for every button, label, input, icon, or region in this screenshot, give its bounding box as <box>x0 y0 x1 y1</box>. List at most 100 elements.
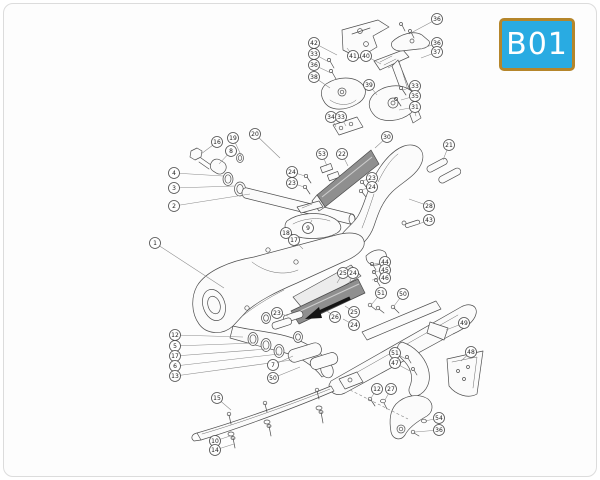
callout-27[interactable]: 27 <box>384 383 397 401</box>
callout-6[interactable]: 6 <box>169 353 280 372</box>
curved-guard <box>397 341 430 397</box>
callout-36[interactable]: 36 <box>414 424 445 436</box>
gusset-plate <box>296 200 324 214</box>
callout-39[interactable]: 39 <box>363 79 378 96</box>
callout-47[interactable]: 47 <box>389 357 411 372</box>
callout-50[interactable]: 50 <box>393 288 409 307</box>
guard-bracket <box>426 321 449 341</box>
callout-36[interactable]: 36 <box>308 59 332 74</box>
screw <box>370 262 374 266</box>
exploded-diagram-svg: 3642414036373336383933353134332019168302… <box>149 13 484 456</box>
callout-24[interactable]: 24 <box>342 318 360 331</box>
callout-38[interactable]: 38 <box>308 71 331 89</box>
callout-53[interactable]: 53 <box>316 148 328 167</box>
callout-37[interactable]: 37 <box>420 46 443 59</box>
callout-33[interactable]: 33 <box>402 80 421 92</box>
stay-bracket-cluster <box>337 144 462 254</box>
svg-text:36: 36 <box>310 62 318 69</box>
callout-24[interactable]: 24 <box>286 166 306 178</box>
callout-40[interactable]: 40 <box>360 50 382 65</box>
callout-19[interactable]: 19 <box>227 132 242 156</box>
plate-part <box>373 49 410 71</box>
svg-text:2: 2 <box>172 203 176 210</box>
svg-text:24: 24 <box>349 270 357 277</box>
callout-17[interactable]: 17 <box>169 348 268 362</box>
svg-text:34: 34 <box>327 114 335 121</box>
bolt <box>375 305 381 311</box>
svg-text:3: 3 <box>172 185 176 192</box>
callout-15[interactable]: 15 <box>211 392 232 411</box>
bolt <box>264 403 268 413</box>
svg-text:26: 26 <box>331 314 339 321</box>
screw <box>359 179 365 185</box>
svg-text:51: 51 <box>391 350 399 357</box>
washer <box>421 418 427 424</box>
callout-51[interactable]: 51 <box>389 347 407 360</box>
heel-bracket <box>332 116 364 136</box>
callout-23[interactable]: 23 <box>286 177 305 189</box>
callout-30[interactable]: 30 <box>374 131 393 149</box>
callout-12[interactable]: 12 <box>370 383 383 399</box>
callout-41[interactable]: 41 <box>346 47 359 62</box>
svg-text:23: 23 <box>368 175 376 182</box>
callout-2[interactable]: 2 <box>168 193 251 212</box>
bolt <box>367 302 373 308</box>
callout-44[interactable]: 44 <box>373 256 391 268</box>
svg-text:16: 16 <box>213 139 221 146</box>
spacer-tube <box>287 342 322 363</box>
callout-8[interactable]: 8 <box>218 145 237 165</box>
callout-45[interactable]: 45 <box>372 264 391 276</box>
callout-1[interactable]: 1 <box>149 237 225 289</box>
callout-54[interactable]: 54 <box>424 412 445 424</box>
callout-23[interactable]: 23 <box>271 307 289 319</box>
triangle-guard <box>446 350 484 397</box>
callout-12[interactable]: 12 <box>169 329 244 341</box>
callout-5[interactable]: 5 <box>169 340 256 352</box>
callout-7[interactable]: 7 <box>267 355 294 371</box>
callout-50[interactable]: 50 <box>267 366 301 384</box>
callout-3[interactable]: 3 <box>168 182 236 194</box>
callout-28[interactable]: 28 <box>408 198 435 212</box>
top-bracket-cluster <box>321 19 430 136</box>
callout-24[interactable]: 24 <box>360 181 378 193</box>
callout-43[interactable]: 43 <box>415 214 435 226</box>
svg-text:48: 48 <box>467 349 475 356</box>
callout-46[interactable]: 46 <box>371 272 391 284</box>
callout-14[interactable]: 14 <box>209 443 235 456</box>
plate-code-label: B01 <box>506 27 568 62</box>
callout-10[interactable]: 10 <box>209 435 231 447</box>
svg-text:17: 17 <box>171 353 179 360</box>
callout-31[interactable]: 31 <box>398 101 421 113</box>
svg-text:53: 53 <box>318 151 326 158</box>
callout-51[interactable]: 51 <box>371 287 387 305</box>
direction-arrow <box>314 296 351 316</box>
callout-48[interactable]: 48 <box>460 346 477 362</box>
bolt <box>404 219 421 228</box>
callout-24[interactable]: 24 <box>347 267 359 285</box>
callout-34[interactable]: 34 <box>325 111 337 128</box>
screw <box>329 60 335 69</box>
callout-36[interactable]: 36 <box>408 13 443 35</box>
callout-22[interactable]: 22 <box>336 148 349 167</box>
svg-text:1: 1 <box>153 240 157 247</box>
callout-20[interactable]: 20 <box>249 128 281 159</box>
bolt <box>390 304 396 310</box>
callout-49[interactable]: 49 <box>445 317 470 331</box>
callout-35[interactable]: 35 <box>400 90 421 102</box>
callout-26[interactable]: 26 <box>326 310 341 323</box>
screw <box>401 88 407 96</box>
washer <box>315 405 323 411</box>
bolt-hole <box>363 41 369 47</box>
callout-9[interactable]: 9 <box>302 219 314 234</box>
callout-17[interactable]: 17 <box>288 234 304 250</box>
screw <box>405 355 409 359</box>
callout-16[interactable]: 16 <box>200 136 223 155</box>
callout-21[interactable]: 21 <box>442 139 455 161</box>
shim-plate <box>319 163 334 174</box>
callout-25[interactable]: 25 <box>344 305 360 318</box>
callout-4[interactable]: 4 <box>168 167 224 179</box>
screw <box>411 367 415 371</box>
callout-33[interactable]: 33 <box>335 111 347 127</box>
svg-text:49: 49 <box>460 320 468 327</box>
bolt <box>367 396 373 402</box>
